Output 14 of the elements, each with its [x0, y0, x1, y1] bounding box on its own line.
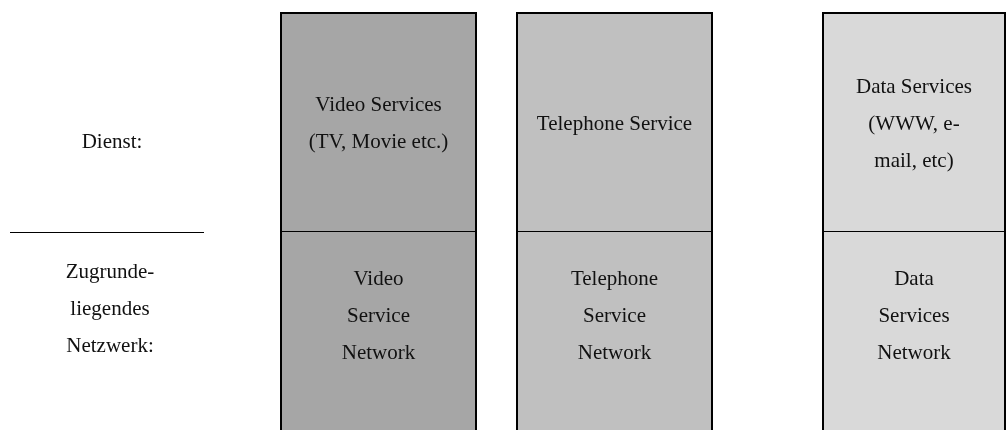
row-label: Dienst:	[80, 128, 144, 155]
box-text: Data Services (WWW, e-mail, etc)	[854, 72, 973, 174]
box-text: Telephone Service	[536, 109, 693, 137]
service-box	[280, 231, 477, 430]
service-box	[822, 231, 1006, 430]
service-box	[516, 231, 713, 430]
box-text: Video Services (TV, Movie etc.)	[307, 91, 450, 155]
box-text: Data Services Network	[876, 264, 952, 366]
box-text: Telephone Service Network	[569, 264, 660, 366]
service-box	[280, 12, 477, 232]
service-box	[516, 12, 713, 232]
row-label: Zugrunde- liegendes Netzwerk:	[64, 258, 156, 359]
box-text: Video Service Network	[341, 264, 416, 366]
service-box	[822, 12, 1006, 232]
